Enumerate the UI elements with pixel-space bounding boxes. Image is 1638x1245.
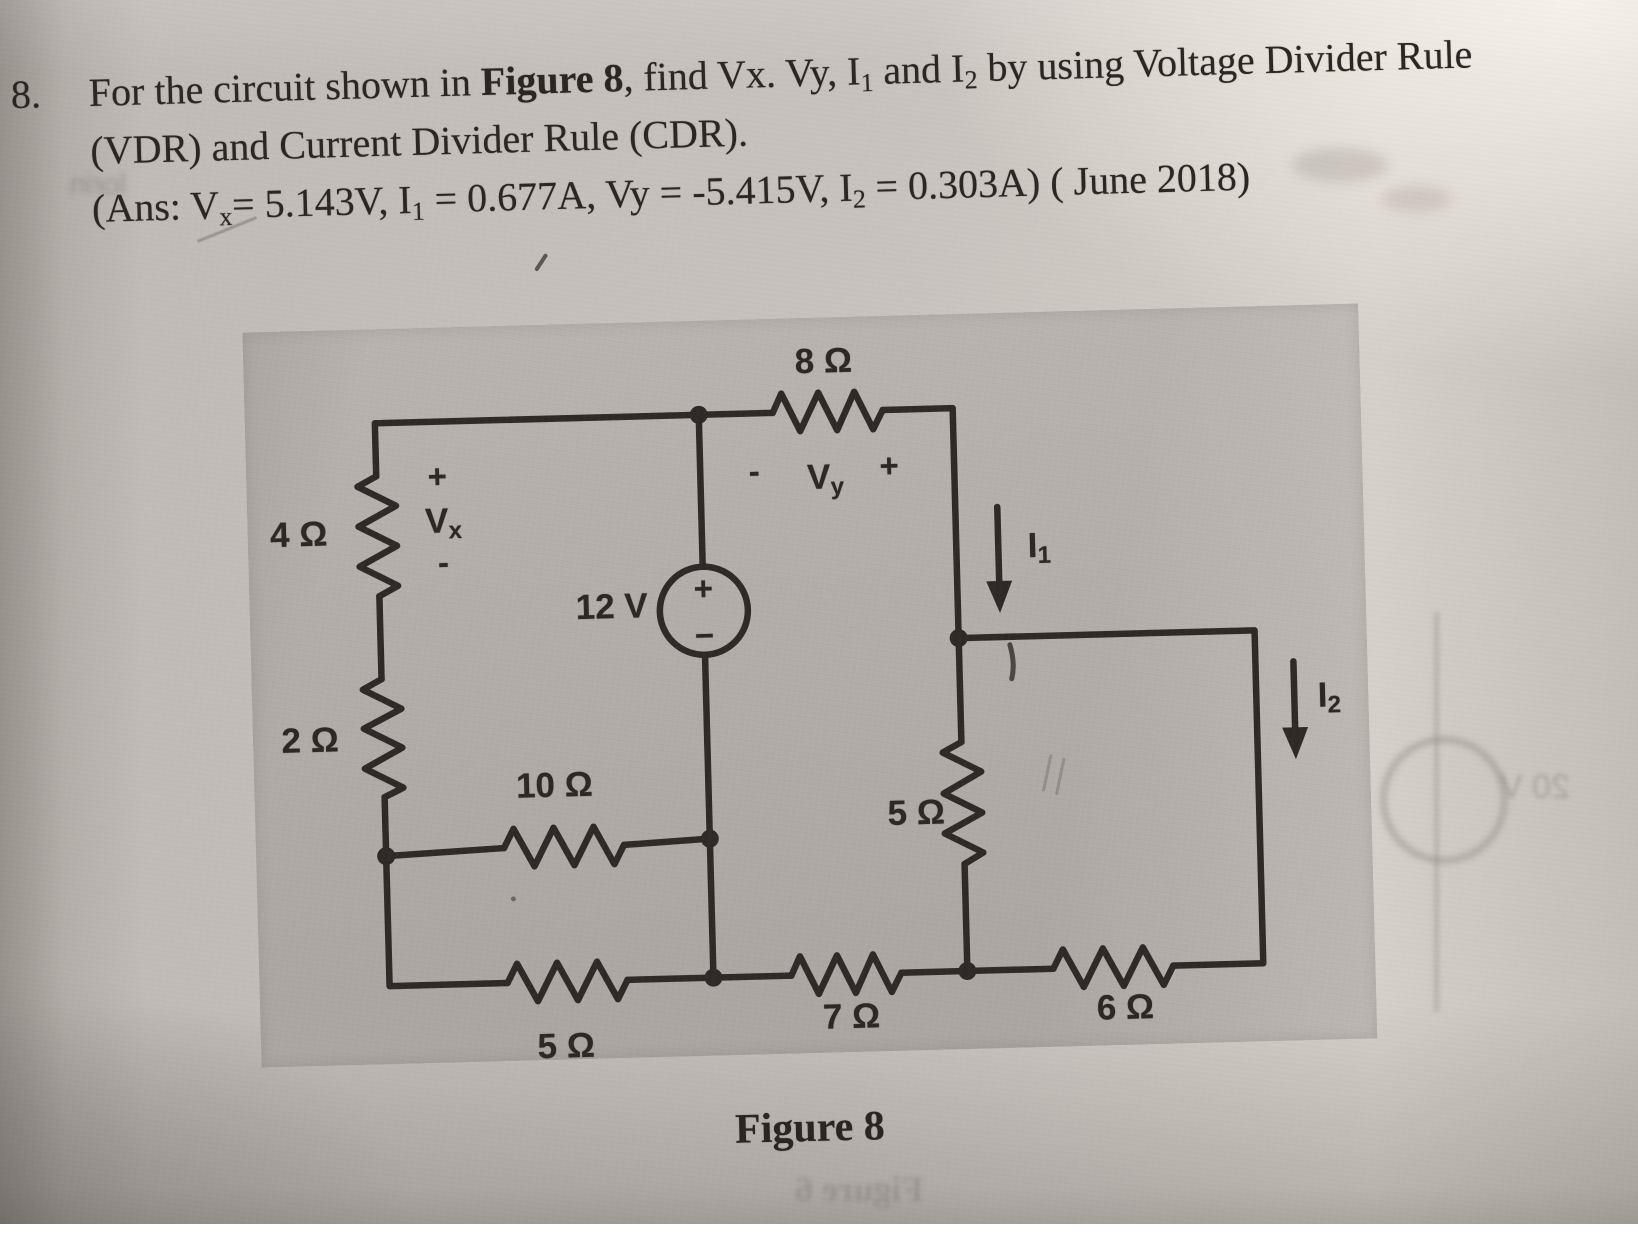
label-7ohm: 7 Ω bbox=[822, 996, 881, 1037]
resistor-5ohm-vertical bbox=[939, 738, 987, 868]
vy-minus-sign: - bbox=[748, 452, 761, 490]
source-minus-sign: − bbox=[694, 616, 715, 654]
vy-label: Vy bbox=[806, 457, 845, 501]
resistor-10ohm bbox=[500, 823, 628, 870]
label-10ohm: 10 Ω bbox=[515, 764, 594, 806]
pen-mark bbox=[1007, 642, 1016, 682]
node-dot-center-bottom bbox=[704, 968, 723, 987]
pencil-mark-2 bbox=[1055, 757, 1066, 796]
wire-top-rail bbox=[371, 404, 1267, 990]
resistor-8ohm bbox=[769, 388, 886, 435]
label-2ohm: 2 Ω bbox=[280, 720, 340, 761]
tick-mark bbox=[534, 253, 548, 272]
node-dot-top bbox=[689, 405, 708, 424]
node-dot-right-mid bbox=[949, 629, 968, 648]
vx-label: Vx bbox=[424, 501, 463, 545]
vx-plus-sign: + bbox=[427, 457, 448, 495]
resistor-4ohm bbox=[354, 473, 402, 600]
resistor-2ohm bbox=[359, 675, 407, 801]
current-arrow-i2 bbox=[1290, 658, 1299, 735]
resistor-6ohm bbox=[1050, 944, 1177, 991]
label-5ohm-bottom: 5 Ω bbox=[537, 1025, 596, 1067]
label-8ohm: 8 Ω bbox=[794, 340, 853, 382]
pencil-mark-1 bbox=[1042, 754, 1053, 792]
node-dot-center-mid bbox=[700, 829, 719, 848]
label-5ohm-vertical: 5 Ω bbox=[887, 792, 946, 834]
label-12v: 12 V bbox=[575, 586, 649, 628]
i2-label: I2 bbox=[1317, 675, 1342, 719]
arrowhead-i2 bbox=[1282, 726, 1309, 760]
vy-plus-sign: + bbox=[878, 446, 900, 485]
voltage-source-12v bbox=[656, 563, 752, 659]
figure-caption: Figure 8 bbox=[734, 1103, 886, 1153]
node-dot-right-bottom bbox=[958, 961, 977, 980]
vx-minus-sign: - bbox=[437, 543, 450, 581]
source-plus-sign: + bbox=[693, 569, 714, 608]
label-6ohm: 6 Ω bbox=[1096, 987, 1155, 1028]
resistor-7ohm bbox=[788, 951, 905, 998]
stray-dot bbox=[510, 896, 516, 902]
label-4ohm: 4 Ω bbox=[269, 514, 328, 556]
arrowhead-i1 bbox=[986, 580, 1013, 613]
resistor-5ohm-bottom bbox=[504, 958, 631, 1005]
i1-label: I1 bbox=[1027, 526, 1052, 569]
node-dot-left-mid bbox=[377, 847, 396, 866]
current-arrow-i1 bbox=[993, 503, 1003, 589]
